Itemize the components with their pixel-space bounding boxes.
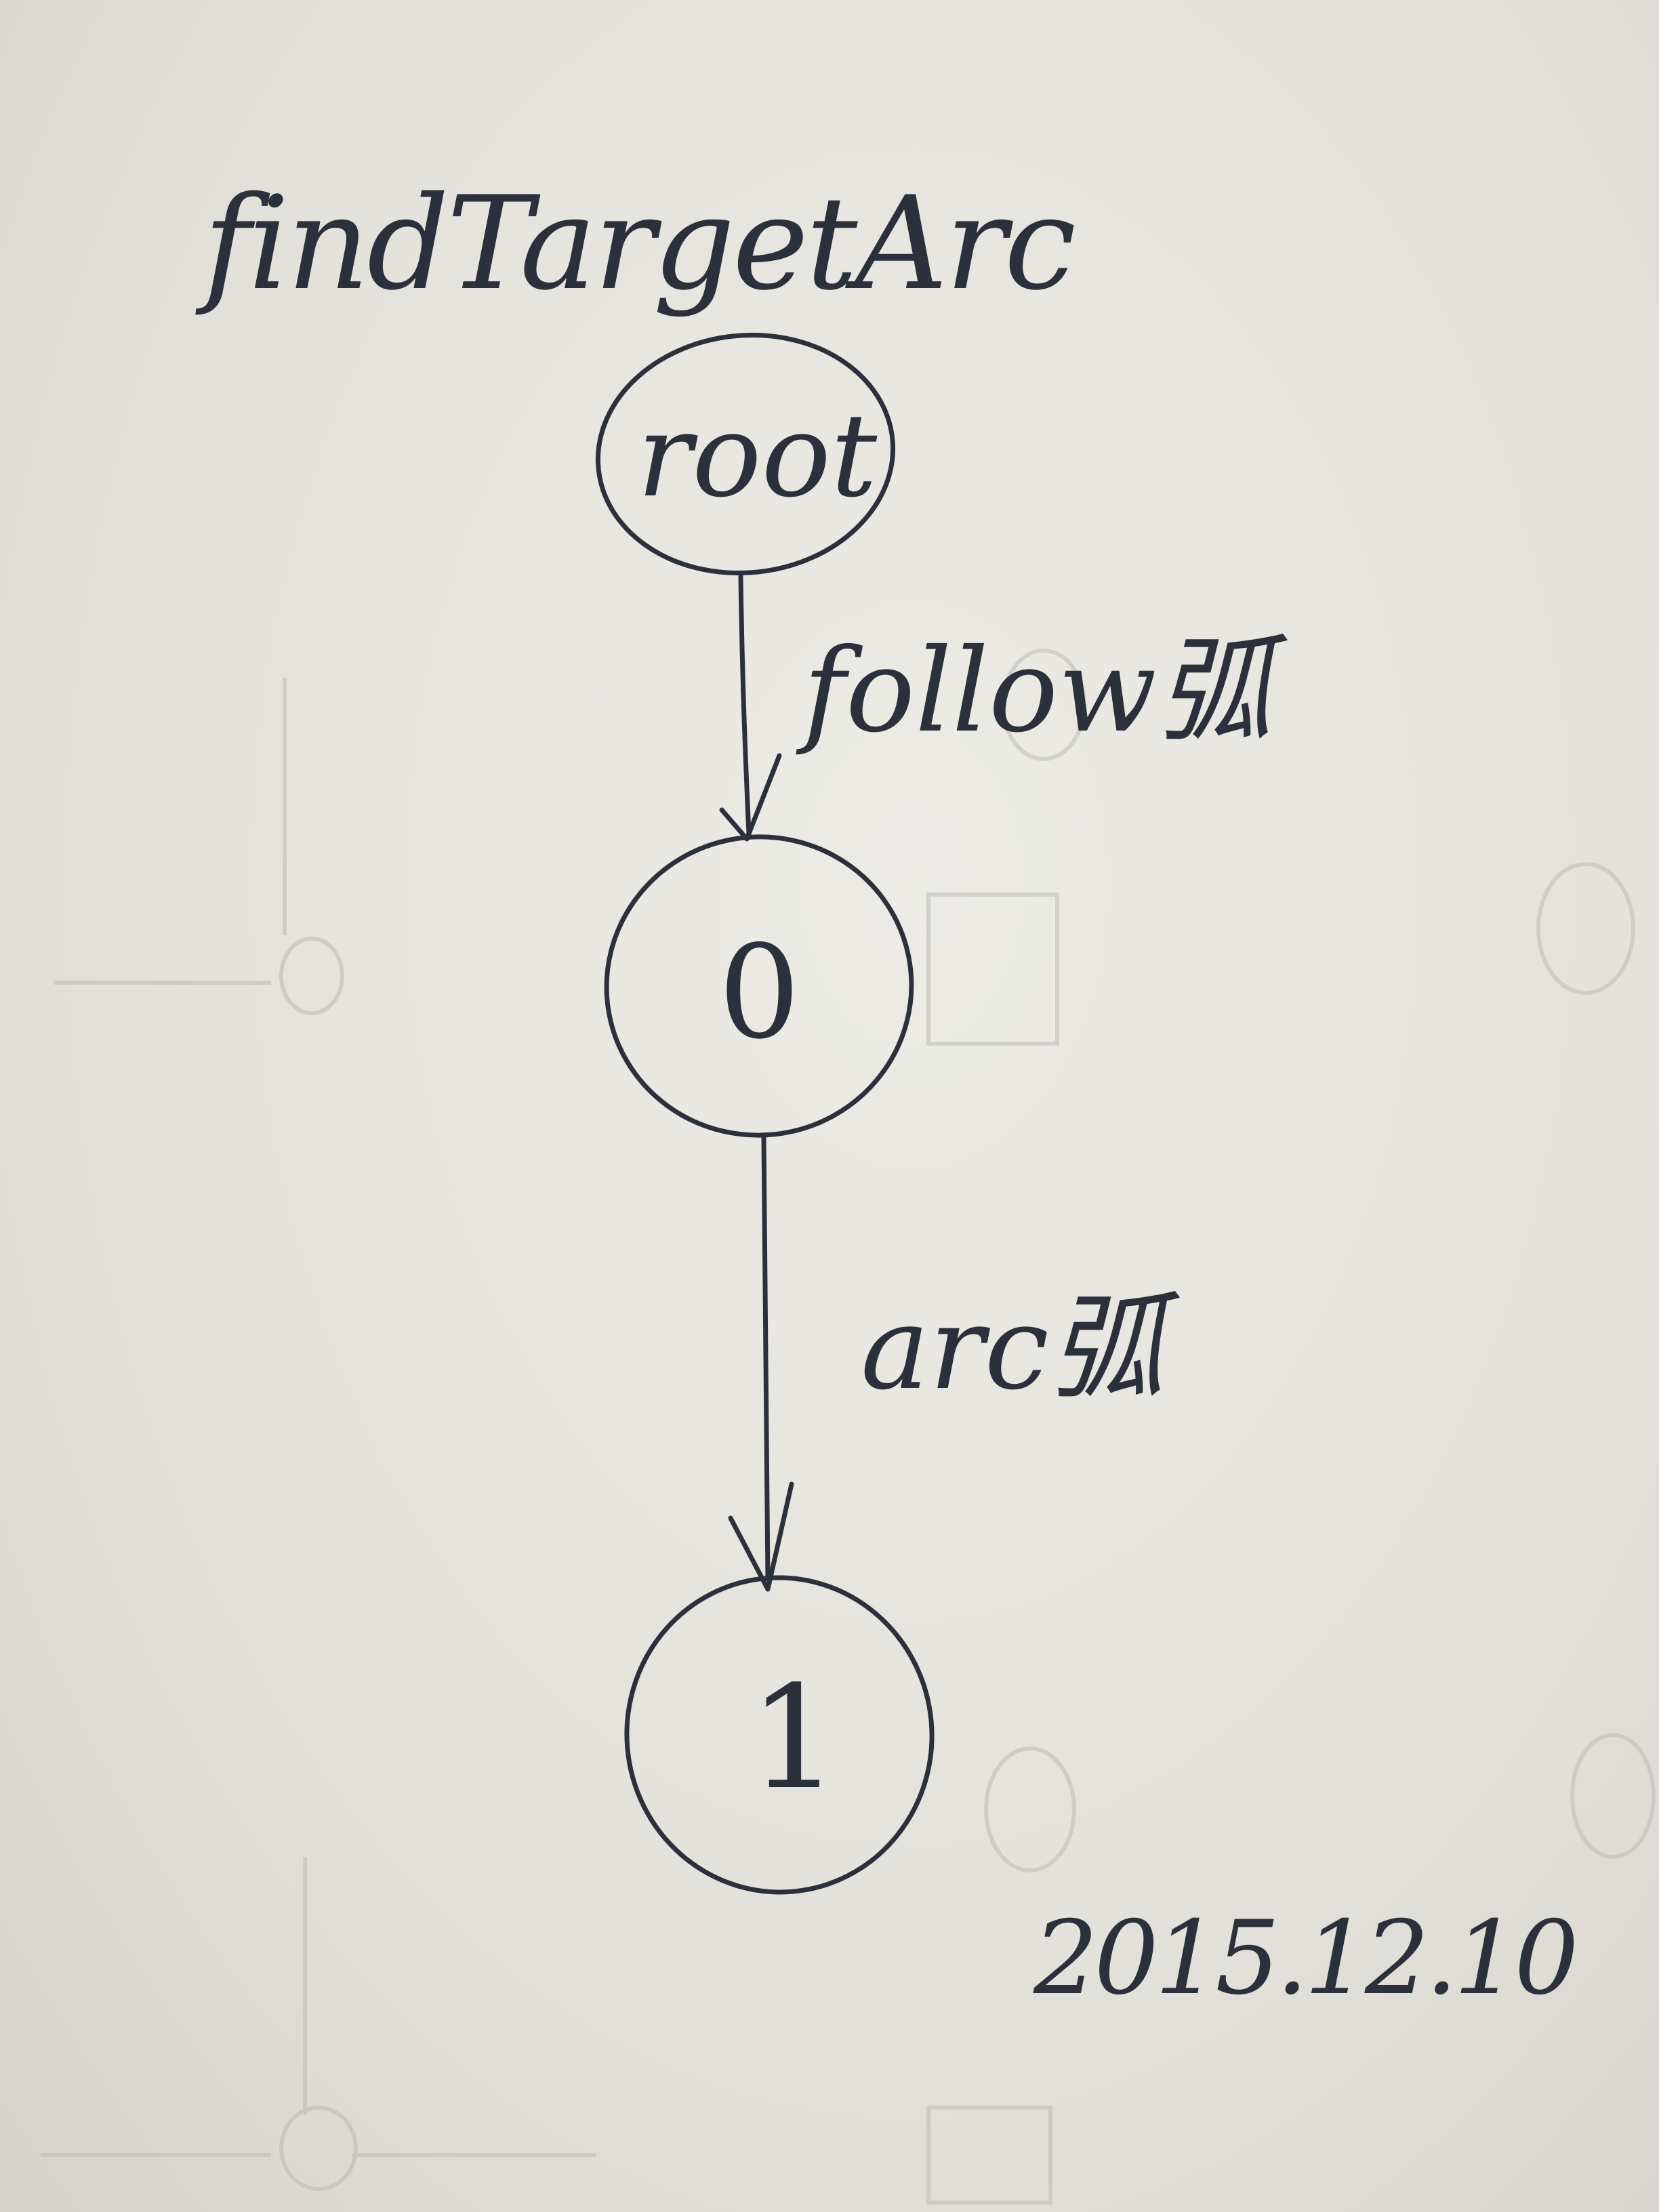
edge-arc-arrowhead xyxy=(728,1481,794,1592)
edge-follow-arrowhead xyxy=(719,753,782,842)
date-label: 2015.12.10 xyxy=(1033,1900,1579,2018)
node-root-label: root xyxy=(637,389,878,523)
edge-follow-line xyxy=(738,573,752,836)
node-root-circle xyxy=(595,332,896,576)
node-0-label: 0 xyxy=(718,918,800,1067)
node-0-circle xyxy=(604,834,914,1138)
node-1-label: 1 xyxy=(749,1655,840,1821)
edge-arc-label: arc弧 xyxy=(861,1282,1164,1416)
edge-follow-label: follow弧 xyxy=(803,624,1272,758)
edge-arc-line xyxy=(761,1134,771,1582)
diagram-title: findTargetArc xyxy=(203,169,1076,319)
